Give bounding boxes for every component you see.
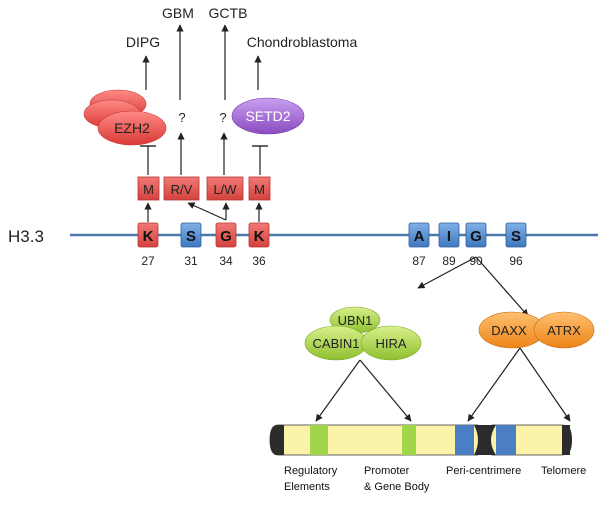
residue-box [137,222,159,248]
band-regulatory [310,425,328,455]
residue-position: 27 [141,254,155,268]
residue-box [248,222,270,248]
unknown-reader-1: ? [178,110,185,125]
label-promoter-1: Promoter [364,465,410,477]
arrow-daxx-telomere [519,347,571,422]
residue-letter: K [143,228,154,245]
ezh2-label: EZH2 [114,120,150,136]
svg-text:L/W: L/W [213,182,237,197]
residue-letter: S [511,228,521,245]
residue-g90: G 90 [465,222,487,268]
atrx-label: ATRX [547,323,581,338]
arrow-g90-daxx [475,256,529,317]
band-promoter [402,425,416,455]
residue-a87: A 87 [408,222,430,268]
residue-box [505,222,527,248]
residue-box [438,222,460,248]
arrow-g34-rv [187,202,227,221]
arrow-hira-promoter [359,359,412,422]
svg-text:M: M [143,182,154,197]
residue-letter: K [254,228,265,245]
residue-position: 89 [442,254,456,268]
hira-complex: UBN1 CABIN1 HIRA [304,306,422,361]
arrow-daxx-pericentromere [467,347,521,422]
residue-box [408,222,430,248]
svg-text:M: M [254,182,265,197]
label-regulatory-2: Elements [284,481,330,493]
label-promoter-2: & Gene Body [364,481,430,493]
residue-letter: A [414,228,425,245]
residue-k36: K 36 [248,222,270,268]
hira-label: HIRA [375,336,406,351]
ezh2-complex: EZH2 [83,89,167,146]
residue-i89: I 89 [438,222,460,268]
label-regulatory-1: Regulatory [284,465,338,477]
disease-gctb: GCTB [209,5,248,21]
mutation-box-g34rv: R/V [163,176,200,201]
arrow-hira-regulatory [315,359,361,422]
residue-letter: G [470,228,482,245]
residue-position: 34 [219,254,233,268]
residue-position: 96 [509,254,523,268]
residue-k27: K 27 [137,222,159,268]
residue-box [180,222,202,248]
residue-s31: S 31 [180,222,202,268]
cabin1-label: CABIN1 [313,336,360,351]
mutation-box-k36m: M [248,176,271,201]
mutation-box-k27m: M [137,176,160,201]
band-pericentromere-left [455,425,474,455]
residue-letter: G [220,228,232,245]
chromosome [269,424,572,456]
residue-position: 90 [469,254,483,268]
residue-s96: S 96 [505,222,527,268]
mutation-box-g34lw: L/W [206,176,244,201]
setd2-protein: SETD2 [231,97,305,135]
setd2-label: SETD2 [245,108,290,124]
label-pericentromere: Peri-centrimere [446,465,521,477]
daxx-label: DAXX [491,323,527,338]
arrow-g90-hira [417,256,477,289]
residue-g34: G 34 [215,222,237,268]
residue-position: 31 [184,254,198,268]
disease-gbm: GBM [162,5,194,21]
disease-chondroblastoma: Chondroblastoma [247,34,358,50]
band-pericentromere-right [496,425,516,455]
inhibition-ezh2 [140,145,156,175]
residue-box [215,222,237,248]
unknown-reader-2: ? [219,110,226,125]
daxx-complex: DAXX ATRX [478,311,595,349]
gene-label: H3.3 [8,227,44,246]
inhibition-setd2 [252,145,268,175]
residue-group: K 27 S 31 G 34 K 36 A 87 I 89 G 90 S 96 [137,222,527,268]
disease-dipg: DIPG [126,34,160,50]
residue-position: 36 [252,254,266,268]
residue-box [465,222,487,248]
svg-text:R/V: R/V [171,182,193,197]
residue-position: 87 [412,254,426,268]
residue-letter: I [447,228,451,245]
residue-letter: S [186,228,196,245]
ubn1-label: UBN1 [338,313,373,328]
label-telomere: Telomere [541,465,586,477]
